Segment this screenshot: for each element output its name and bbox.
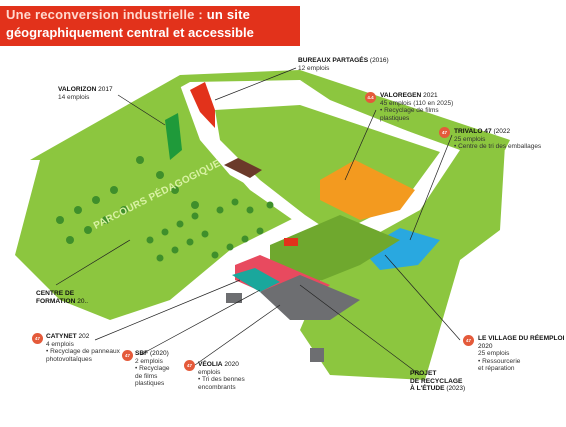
badge-veolia: 47	[184, 360, 195, 371]
label-projet-recyclage: PROJET DE RECYCLAGE À L'ÉTUDE (2023)	[410, 370, 466, 392]
teal-building	[232, 268, 280, 292]
trees	[56, 156, 274, 262]
label-bureaux-partages: BUREAUX PARTAGÉS (2016) 12 emplois	[298, 57, 389, 72]
main-roof	[270, 215, 400, 285]
label-sbf: SBF (2020) 2 emplois • Recyclage de film…	[135, 350, 170, 387]
header-line-1: Une reconversion industrielle : un site	[6, 7, 251, 22]
green-park	[15, 85, 300, 320]
brown-building	[224, 158, 262, 178]
label-centre-formation: CENTRE DE FORMATION 20..	[36, 290, 89, 305]
valorizon-building	[165, 113, 182, 160]
badge-village-reemploi: 47	[463, 335, 474, 346]
badge-trivalo: 47	[439, 127, 450, 138]
label-catynet: CATYNET 202 4 emplois • Recyclage de pan…	[46, 333, 120, 363]
label-valoregen: VALOREGEN 2021 45 emplois (110 en 2025) …	[380, 92, 454, 122]
header-banner: Une reconversion industrielle : un site …	[0, 6, 300, 46]
label-trivalo: TRIVALO 47 (2022 25 emplois • Centre de …	[454, 128, 542, 150]
gray-platform	[260, 275, 360, 320]
bureaux-building	[190, 82, 215, 128]
badge-sbf: 47	[122, 350, 133, 361]
badge-catynet: 47	[32, 333, 43, 344]
badge-valoregen: 4.4	[365, 92, 376, 103]
label-veolia: VÉOLIA 2020 emplois • Tri des bennes enc…	[198, 361, 245, 391]
label-village-reemploi: LE VILLAGE DU RÉEMPLOI 2020 25 emplois •…	[478, 335, 565, 372]
label-valorizon: VALORIZON 2017 14 emplois	[58, 86, 113, 101]
trivalo-building	[362, 228, 440, 270]
header-line-2: géographiquement central et accessible	[6, 25, 254, 40]
valoregen-building	[320, 160, 415, 220]
